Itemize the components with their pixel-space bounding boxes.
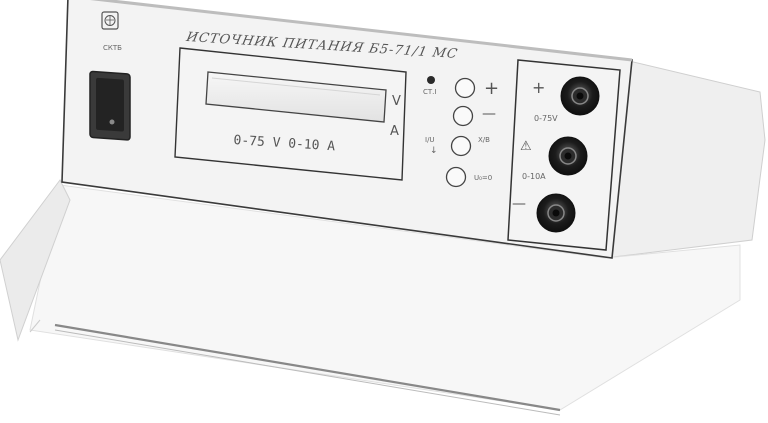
button-uo-label: U₀=0: [474, 174, 493, 182]
button-uo[interactable]: [445, 166, 467, 188]
button-iu-arrow: ↓: [430, 146, 438, 156]
terminal-ground[interactable]: [548, 136, 588, 176]
button-minus[interactable]: [452, 105, 474, 127]
button-plus[interactable]: [454, 77, 476, 99]
unit-v-label: V: [392, 94, 401, 109]
ground-warning-icon: ⚠: [520, 139, 532, 154]
terminal-minus-label: —: [512, 196, 526, 212]
terminal-minus[interactable]: [536, 193, 576, 233]
logo-icon: [101, 11, 119, 30]
terminal-plus-label: +: [532, 78, 546, 97]
button-iu-label: I/U: [425, 136, 435, 144]
logo-text: СКТБ: [103, 44, 122, 52]
button-iu[interactable]: [450, 135, 472, 157]
current-range-label: 0-10A: [522, 172, 546, 181]
button-minus-label: —: [482, 106, 496, 122]
button-xy-label: X/B: [478, 136, 490, 144]
voltage-range-label: 0-75V: [534, 114, 558, 123]
terminal-plus[interactable]: [560, 76, 600, 116]
power-switch[interactable]: [89, 70, 131, 141]
indicator-led: [427, 76, 435, 84]
stand-rail: [54, 323, 561, 412]
indicator-label: СТ.I: [423, 88, 437, 96]
unit-a-label: A: [390, 124, 399, 139]
lcd-window: [205, 71, 387, 123]
button-plus-label: +: [484, 78, 500, 99]
